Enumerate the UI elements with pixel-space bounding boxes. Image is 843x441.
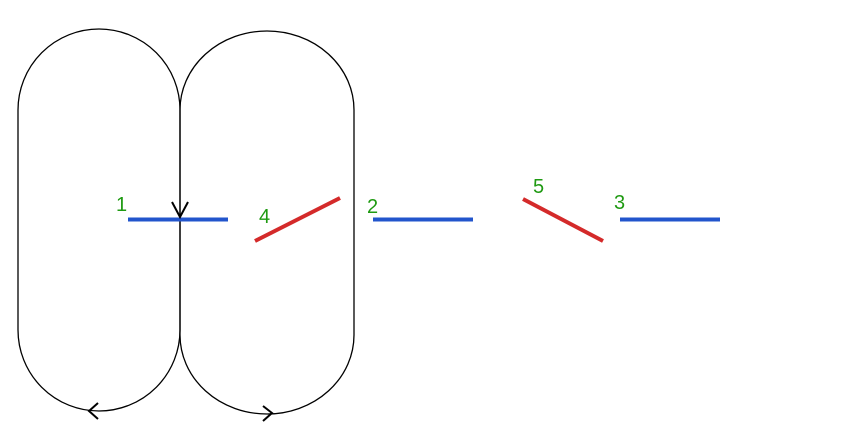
arrow-down-icon — [171, 201, 189, 220]
left-loop-path — [17, 28, 181, 412]
right-loop-path — [179, 30, 355, 415]
arrow-left-icon — [87, 402, 99, 420]
label-4: 4 — [259, 206, 270, 228]
label-3: 3 — [614, 192, 625, 214]
segment-5 — [522, 197, 604, 243]
label-1: 1 — [116, 194, 127, 216]
label-2: 2 — [367, 196, 378, 218]
segment-4 — [254, 196, 341, 243]
arrow-right-icon — [262, 405, 274, 422]
label-5: 5 — [533, 176, 544, 198]
